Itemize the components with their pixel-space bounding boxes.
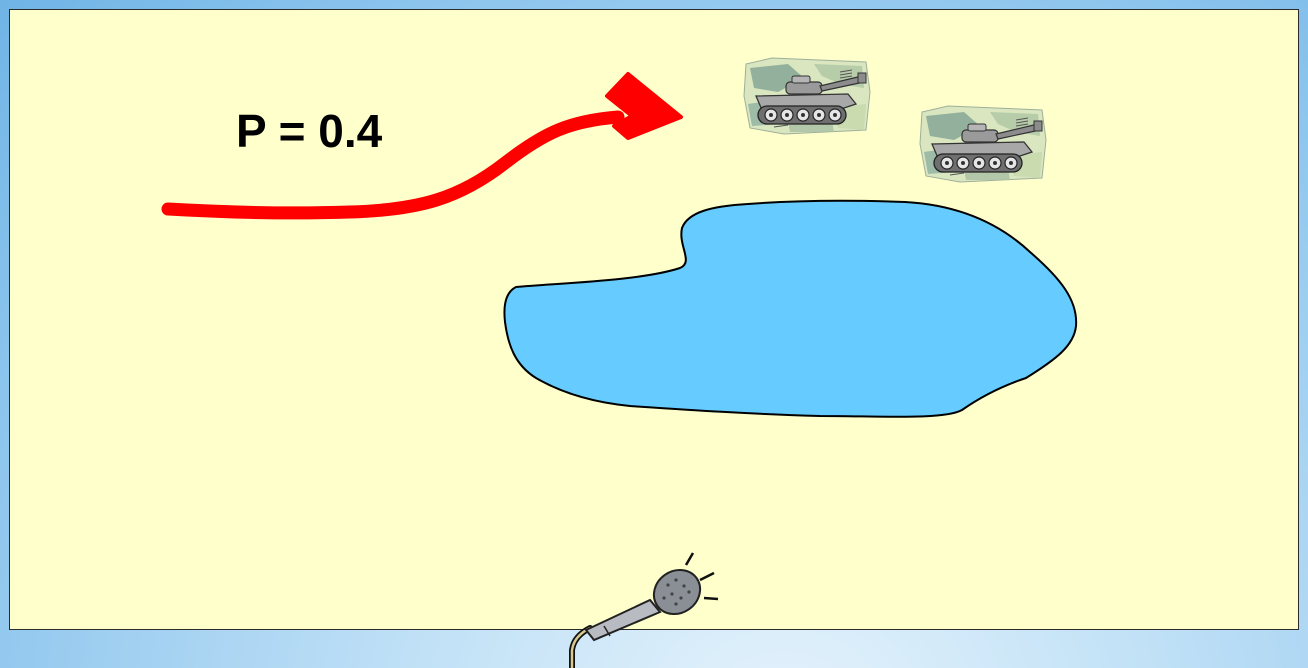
probability-label: P = 0.4 [236, 108, 382, 154]
slide-panel [9, 9, 1299, 630]
